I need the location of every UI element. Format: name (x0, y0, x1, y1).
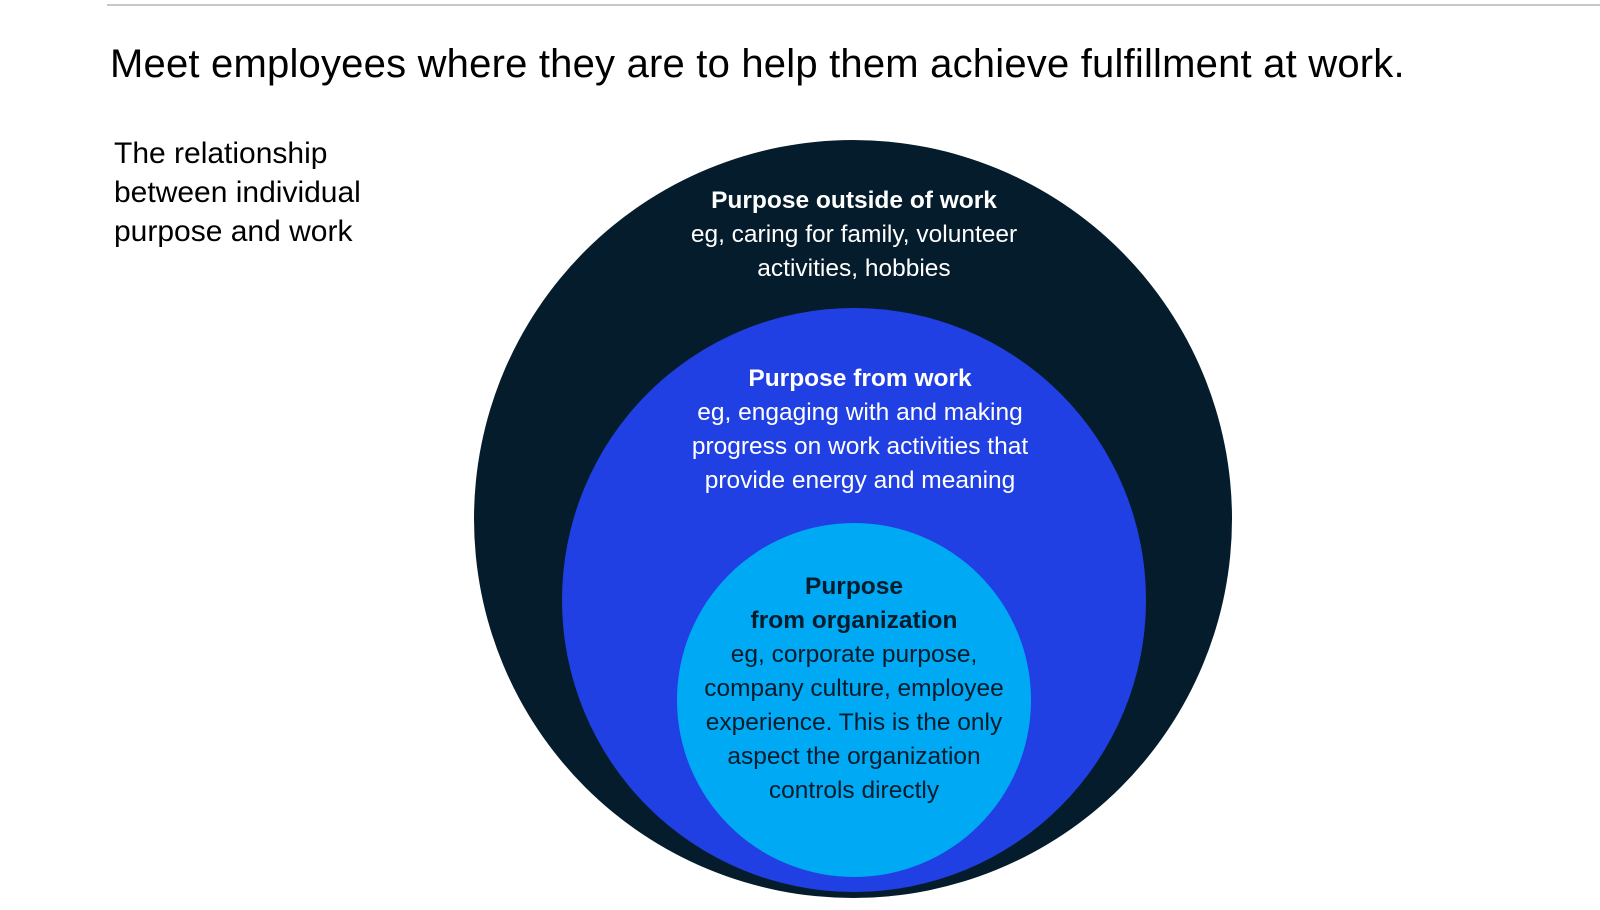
inner-circle-label: Purpose from organization eg, corporate … (691, 570, 1017, 808)
middle-circle-label: Purpose from work eg, engaging with and … (660, 362, 1060, 498)
top-divider (107, 4, 1600, 6)
outer-circle-label: Purpose outside of work eg, caring for f… (654, 184, 1054, 286)
diagram-title: The relationship between individual purp… (114, 137, 361, 248)
middle-circle-body: eg, engaging with and making progress on… (691, 399, 1029, 494)
inner-circle-heading: Purpose from organization (750, 573, 958, 634)
middle-circle-heading: Purpose from work (748, 365, 972, 392)
outer-circle-heading: Purpose outside of work (711, 187, 997, 214)
headline: Meet employees where they are to help th… (110, 42, 1405, 86)
inner-circle-body: eg, corporate purpose, company culture, … (704, 641, 1004, 804)
inner-circle-purpose-from-organization (677, 523, 1031, 877)
outer-circle-body: eg, caring for family, volunteer activit… (690, 221, 1018, 282)
